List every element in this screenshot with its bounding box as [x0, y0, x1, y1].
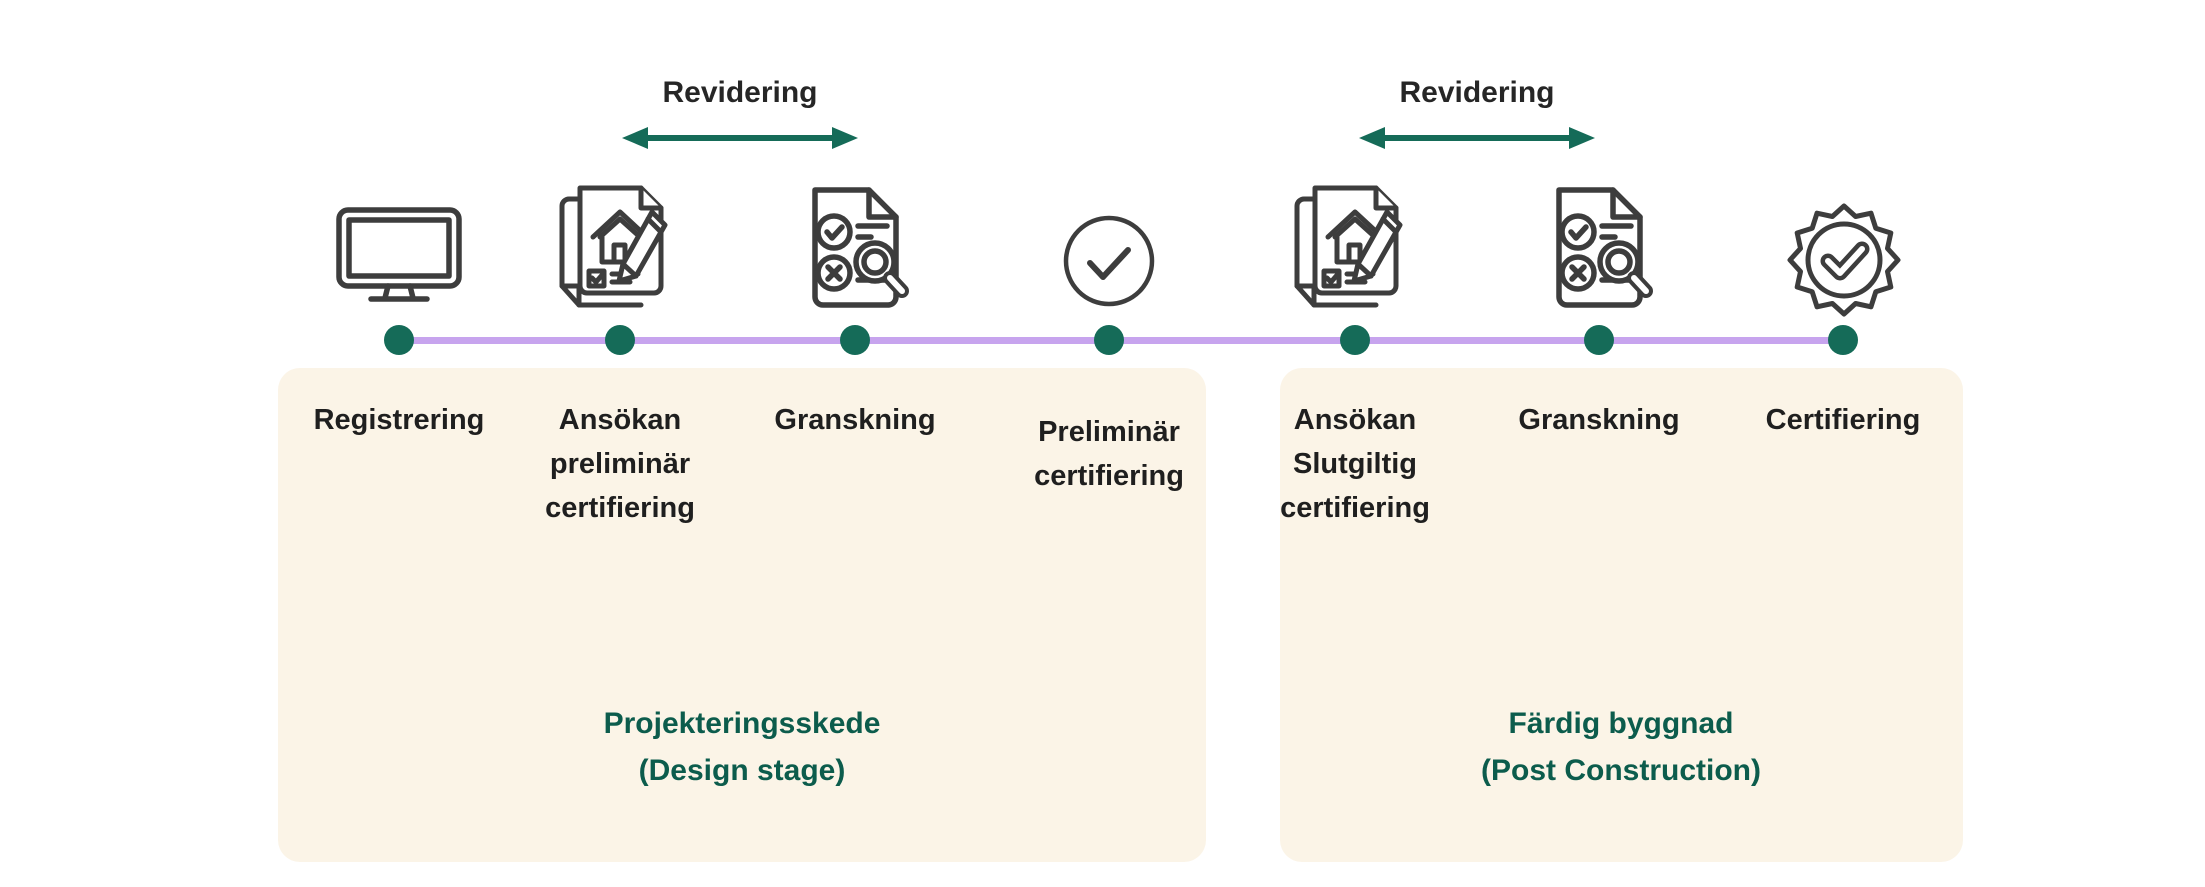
node-label-ansokan-preliminar: Ansökan preliminär certifiering [545, 404, 695, 524]
stage-box-design [278, 368, 1206, 862]
node-label-preliminar-certifiering: Preliminär certifiering [1034, 416, 1184, 492]
timeline-dot-certifiering [1828, 325, 1858, 355]
node-label-granskning-2: Granskning [1518, 404, 1680, 436]
stage-title-post-construction: Färdig byggnad (Post Construction) [1481, 707, 1761, 787]
revision-marker-post-construction: Revidering [1357, 76, 1597, 154]
timeline-dot-ansokan-preliminar [605, 325, 635, 355]
stage-box-post-construction [1280, 368, 1963, 862]
application-document-icon [553, 183, 688, 315]
node-label-registrering: Registrering [313, 404, 485, 436]
review-checklist-icon [799, 185, 911, 313]
revision-marker-design: Revidering [620, 76, 860, 154]
timeline-dot-ansokan-slutgiltig [1340, 325, 1370, 355]
node-label-granskning-1: Granskning [774, 404, 936, 436]
certificate-badge-icon [1784, 200, 1904, 320]
node-label-certifiering: Certifiering [1765, 404, 1921, 436]
stage-title-design: Projekteringsskede (Design stage) [603, 707, 881, 787]
revision-label: Revidering [1399, 76, 1555, 109]
node-label-ansokan-slutgiltig: Ansökan Slutgiltig certifiering [1280, 404, 1430, 524]
timeline-dot-granskning-2 [1584, 325, 1614, 355]
computer-monitor-icon [334, 205, 464, 312]
review-checklist-icon [1543, 185, 1655, 313]
application-document-icon [1288, 183, 1423, 315]
timeline-dot-preliminar-certifiering [1094, 325, 1124, 355]
timeline-dot-registrering [384, 325, 414, 355]
double-headed-arrow-icon [620, 122, 860, 154]
check-circle-icon [1061, 213, 1157, 309]
revision-label: Revidering [662, 76, 818, 109]
timeline-dot-granskning-1 [840, 325, 870, 355]
double-headed-arrow-icon [1357, 122, 1597, 154]
